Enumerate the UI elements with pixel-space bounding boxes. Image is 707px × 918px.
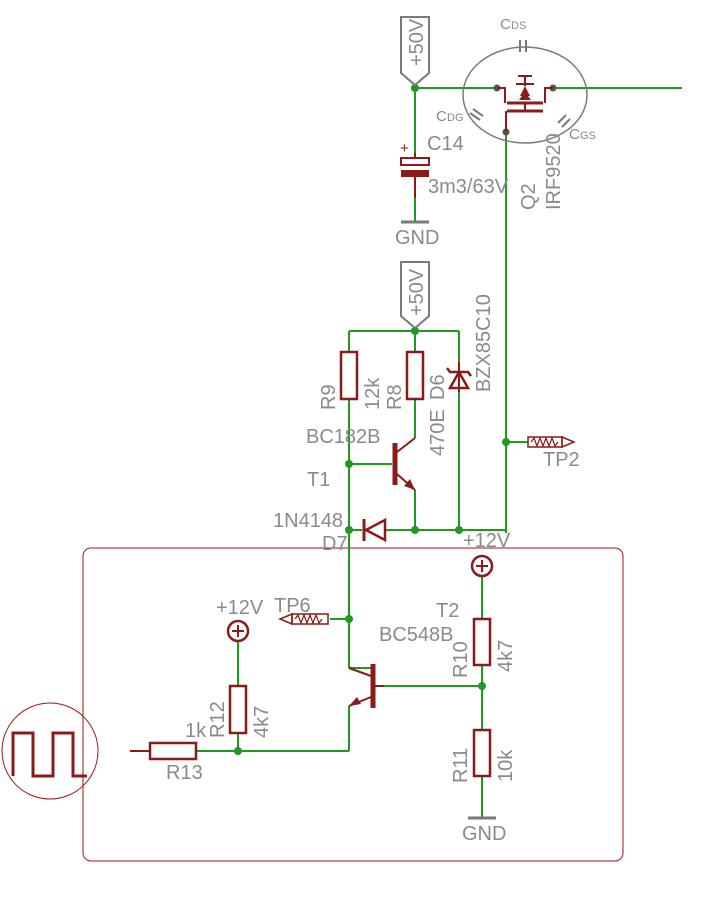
tp2-name: TP2 [543, 449, 580, 471]
r10-name: R10 [450, 641, 472, 678]
zener-diode-d6 [446, 362, 472, 392]
d7-name: D7 [322, 533, 348, 555]
supply-50v-top-label: +50V [406, 18, 428, 66]
cdg-main: C [436, 108, 447, 125]
transistor-t1 [392, 437, 416, 491]
cgs-main: C [569, 126, 580, 143]
q2-name: Q2 [518, 183, 540, 210]
r10-value: 4k7 [495, 640, 517, 672]
gnd-r11-label: GND [462, 823, 506, 845]
supply-12v-right-icon [470, 554, 494, 578]
resistor-r8 [405, 350, 425, 401]
r12-value: 4k7 [251, 706, 273, 738]
resistor-r11 [472, 728, 492, 778]
driver-frame [82, 547, 624, 862]
r11-name: R11 [450, 748, 472, 783]
capacitor-c14: + [400, 140, 430, 198]
supply-50v-top: +50V [400, 16, 430, 87]
resistor-r12 [228, 684, 248, 735]
gnd-c14-label: GND [395, 227, 439, 249]
d6-part: BZX85C10 [473, 294, 495, 392]
tp6-name: TP6 [274, 595, 311, 617]
plus12v-left: +12V [216, 597, 264, 619]
supply-12v-left-icon [226, 619, 250, 643]
d6-name: D6 [427, 374, 449, 400]
resistor-r9 [339, 350, 359, 401]
r8-value: 470E [427, 409, 449, 456]
r9-name: R9 [318, 384, 340, 410]
r8-name: R8 [384, 384, 406, 410]
r12-name: R12 [207, 701, 229, 738]
transistor-t2 [348, 664, 384, 708]
c14-value: 3m3/63V [428, 176, 509, 198]
ground-icon [401, 198, 429, 224]
supply-50v-mid: +50V [400, 261, 430, 330]
t1-name: T1 [307, 469, 330, 491]
cdg-sub: DG [447, 112, 464, 124]
resistor-r13 [148, 741, 198, 761]
signal-source-icon [1, 702, 99, 800]
testpoint-tp6-icon [278, 612, 329, 626]
t2-name: T2 [436, 600, 459, 622]
q2-part: IRF9520 [543, 133, 565, 210]
resistor-r10 [472, 617, 492, 667]
r9-value: 12k [362, 377, 384, 410]
junction-dots [234, 84, 510, 755]
t2-part: BC548B [379, 624, 454, 646]
mosfet-q2 [462, 40, 588, 144]
plus12v-right: +12V [463, 530, 511, 552]
supply-50v-mid-label: +50V [406, 268, 428, 316]
wires [196, 87, 682, 818]
r13-value: 1k [185, 720, 207, 742]
svg-text:+: + [400, 140, 409, 157]
r13-name: R13 [166, 762, 203, 784]
c14-name: C14 [427, 133, 464, 155]
r11-value: 10k [495, 749, 517, 782]
diode-d7 [362, 517, 387, 543]
cds-main: C [500, 16, 511, 33]
cgs-sub: GS [580, 130, 596, 142]
d7-part: 1N4148 [273, 510, 343, 532]
cds-sub: DS [511, 20, 526, 32]
t1-part: BC182B [306, 426, 381, 448]
testpoint-tp2-icon [527, 435, 576, 449]
